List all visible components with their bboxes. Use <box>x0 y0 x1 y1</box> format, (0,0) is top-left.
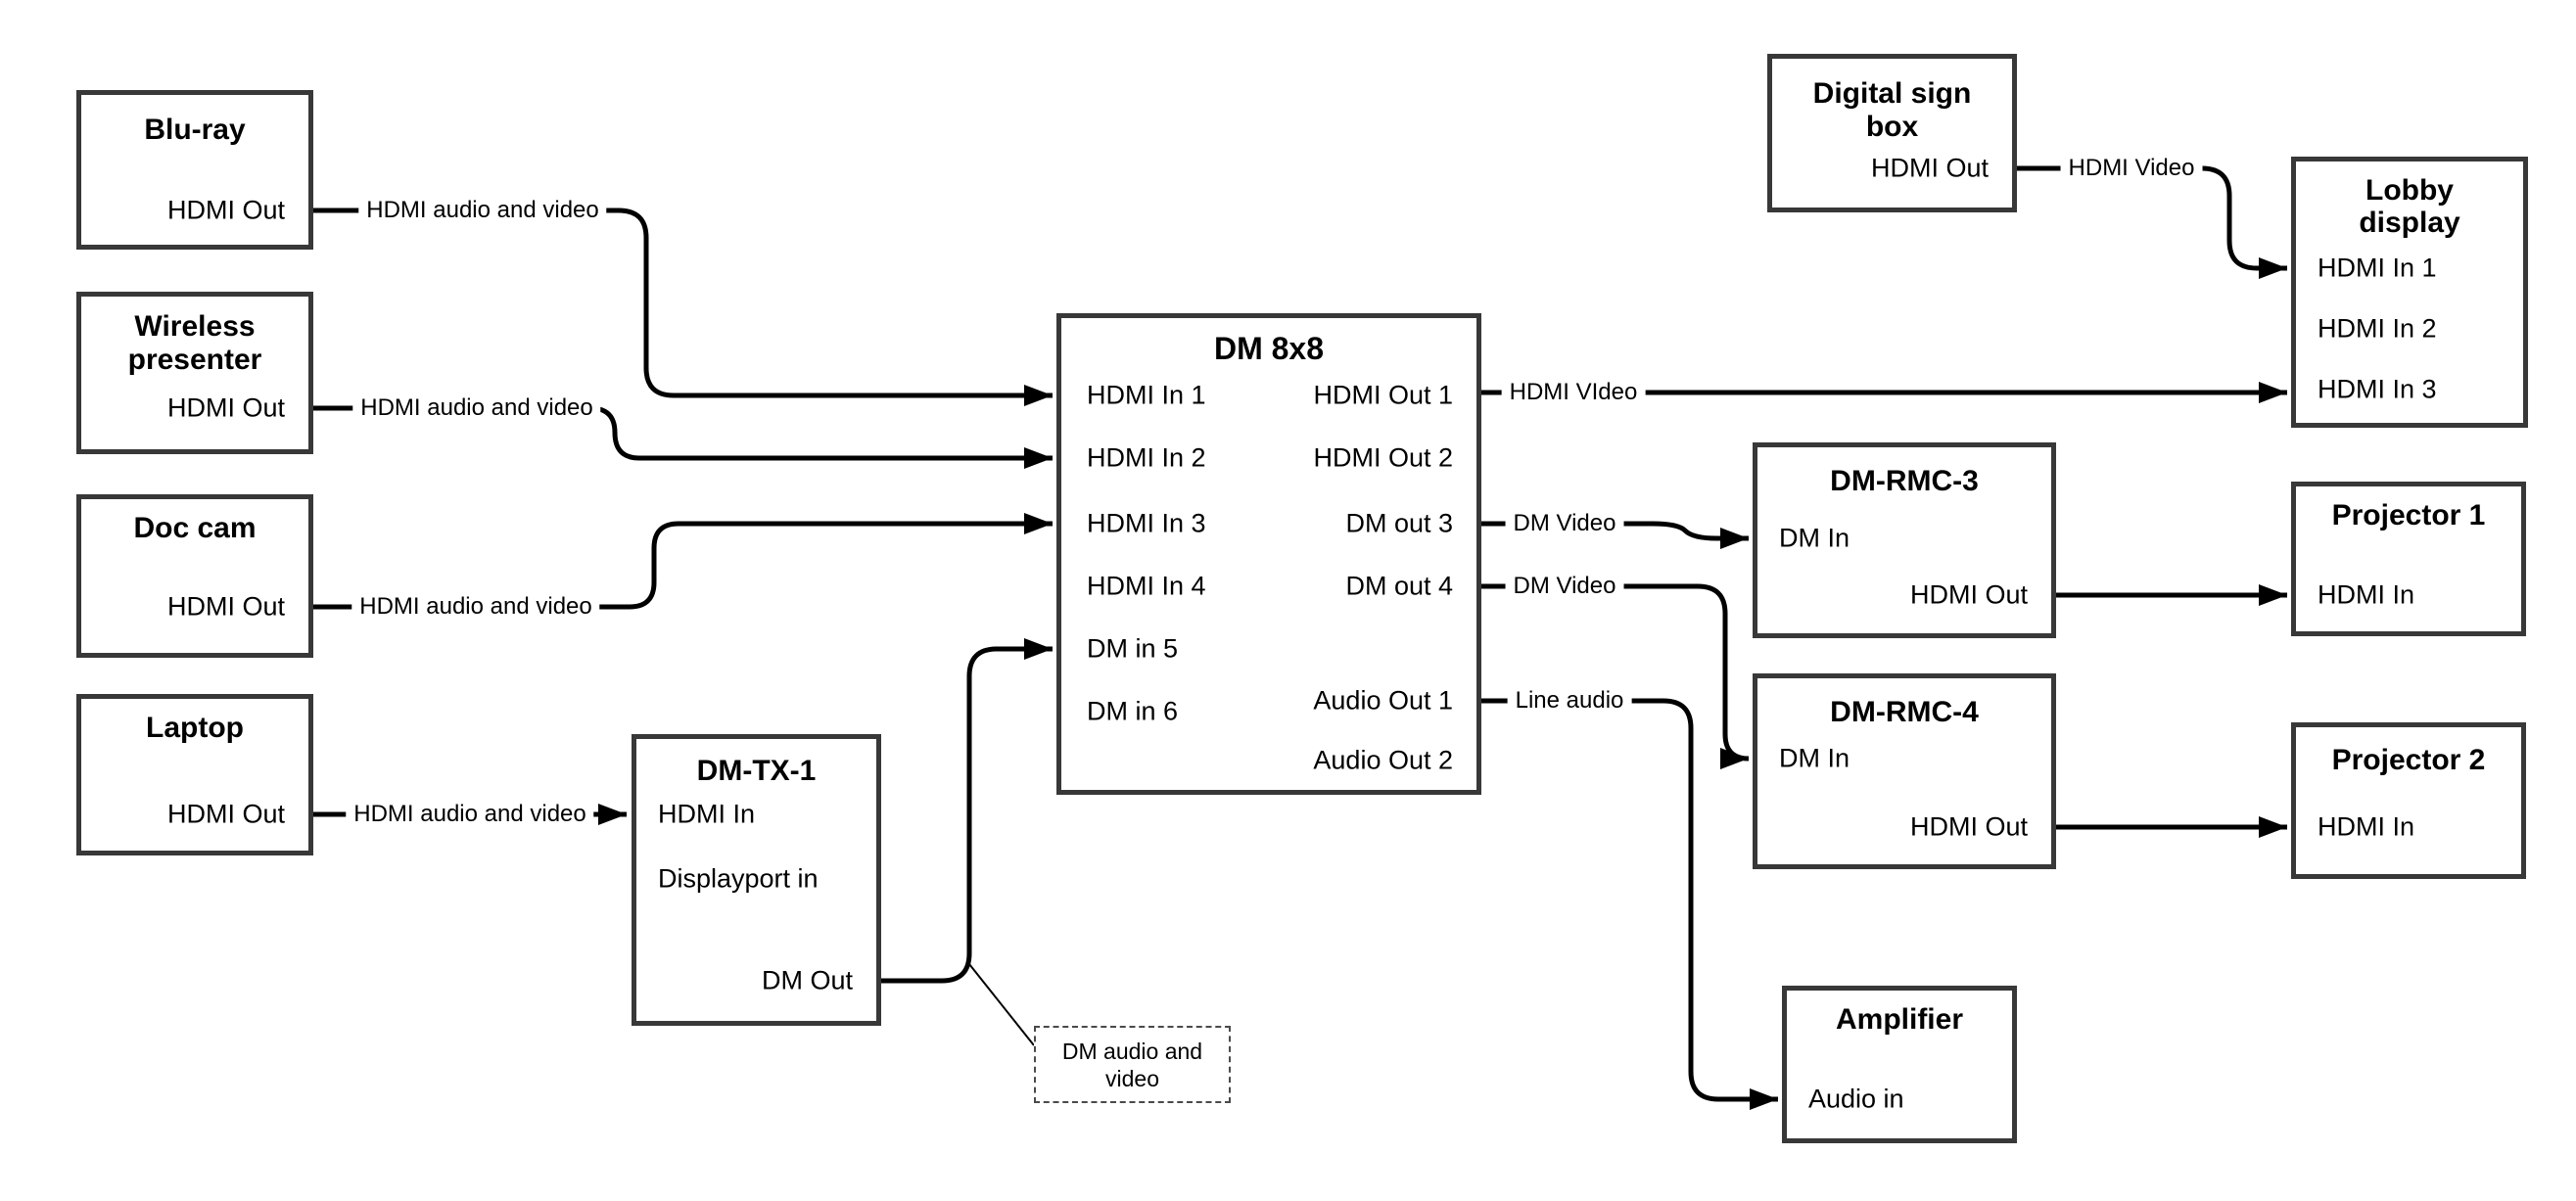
lobby-port-hdmi-in-3: HDMI In 3 <box>2318 374 2437 404</box>
wire-signbox-to-lobby-in1 <box>2017 165 2287 279</box>
dm-8x8-port-hdmi-in-3: HDMI In 3 <box>1087 508 1206 538</box>
doc-cam-port-hdmi-out: HDMI Out <box>166 591 285 622</box>
label-doccam-link: HDMI audio and video <box>351 593 600 621</box>
dm-8x8-port-hdmi-in-2: HDMI In 2 <box>1087 442 1206 473</box>
wireless-presenter-title: Wireless presenter <box>127 310 262 376</box>
dm-rmc-3-box: DM-RMC-3 DM In HDMI Out <box>1753 442 2056 638</box>
laptop-port-hdmi-out: HDMI Out <box>166 799 285 829</box>
dm-rmc-4-title: DM-RMC-4 <box>1830 696 1979 728</box>
doc-cam-title: Doc cam <box>133 512 257 544</box>
dm-8x8-port-audio-out-2: Audio Out 2 <box>1313 745 1453 775</box>
digital-sign-box: Digital sign box HDMI Out <box>1767 54 2017 212</box>
dm-tx-1-port-displayport-in: Displayport in <box>658 863 819 894</box>
wireless-presenter-box: Wireless presenter HDMI Out <box>76 292 313 454</box>
wire-dmtx1-to-dm8x8-in5 <box>881 638 1053 984</box>
dm-rmc-3-title: DM-RMC-3 <box>1830 465 1979 497</box>
dm-rmc-4-port-hdmi-out: HDMI Out <box>1909 811 2028 842</box>
dm-8x8-port-hdmi-in-4: HDMI In 4 <box>1087 571 1206 601</box>
amplifier-box: Amplifier Audio in <box>1782 986 2017 1143</box>
label-laptop-link: HDMI audio and video <box>346 801 594 828</box>
wire-dm8x8-audio1-to-amp <box>1481 698 1778 1110</box>
dm-8x8-port-dm-in-5: DM in 5 <box>1087 633 1179 664</box>
projector-2-box: Projector 2 HDMI In <box>2291 722 2526 879</box>
dm-8x8-port-dm-in-6: DM in 6 <box>1087 696 1179 726</box>
dm-8x8-port-dm-out-3: DM out 3 <box>1345 508 1453 538</box>
dm-8x8-port-hdmi-in-1: HDMI In 1 <box>1087 380 1206 410</box>
amplifier-port-audio-in: Audio in <box>1808 1084 1904 1114</box>
dm-8x8-title: DM 8x8 <box>1213 331 1325 366</box>
lobby-display-title: Lobby display <box>2359 174 2460 239</box>
amplifier-title: Amplifier <box>1835 1003 1964 1036</box>
label-wireless-link: HDMI audio and video <box>352 394 601 422</box>
dm-rmc-3-port-hdmi-out: HDMI Out <box>1909 579 2028 610</box>
wire-dm8x8-out3-to-rmc3 <box>1481 521 1749 549</box>
dm-8x8-port-audio-out-1: Audio Out 1 <box>1313 685 1453 716</box>
dm-8x8-port-hdmi-out-2: HDMI Out 2 <box>1313 442 1453 473</box>
dm-tx-1-box: DM-TX-1 HDMI In Displayport in DM Out <box>632 734 881 1026</box>
label-dm-video-4: DM Video <box>1505 573 1624 600</box>
label-sign-link: HDMI Video <box>2060 155 2203 182</box>
label-bluray-link: HDMI audio and video <box>358 197 607 224</box>
wire-dm8x8-out4-to-rmc4 <box>1481 583 1750 769</box>
doc-cam-box: Doc cam HDMI Out <box>76 494 313 658</box>
wire-bluray-to-dm8x8-in1 <box>313 208 1053 406</box>
digital-sign-port-hdmi-out: HDMI Out <box>1870 153 1989 183</box>
projector-1-title: Projector 1 <box>2331 499 2486 531</box>
bluray-port-hdmi-out: HDMI Out <box>166 195 285 225</box>
dm-tx-1-port-hdmi-in: HDMI In <box>658 799 756 829</box>
note-callout-line <box>968 963 1035 1046</box>
dm-rmc-4-port-dm-in: DM In <box>1779 743 1850 773</box>
projector-2-title: Projector 2 <box>2331 744 2486 776</box>
laptop-box: Laptop HDMI Out <box>76 694 313 855</box>
projector-1-port-hdmi-in: HDMI In <box>2318 579 2415 610</box>
dm-8x8-box: DM 8x8 HDMI In 1 HDMI In 2 HDMI In 3 HDM… <box>1056 313 1481 795</box>
dm-8x8-port-hdmi-out-1: HDMI Out 1 <box>1313 380 1453 410</box>
digital-sign-title: Digital sign box <box>1812 77 1972 143</box>
dm-tx-1-title: DM-TX-1 <box>696 755 817 787</box>
projector-1-box: Projector 1 HDMI In <box>2291 482 2526 636</box>
dm-8x8-port-dm-out-4: DM out 4 <box>1345 571 1453 601</box>
dm-rmc-3-port-dm-in: DM In <box>1779 523 1850 553</box>
label-line-audio: Line audio <box>1507 687 1632 715</box>
lobby-port-hdmi-in-1: HDMI In 1 <box>2318 253 2437 283</box>
dm-tx-1-port-dm-out: DM Out <box>761 965 853 995</box>
laptop-title: Laptop <box>146 712 244 744</box>
projector-2-port-hdmi-in: HDMI In <box>2318 811 2415 842</box>
dm-rmc-4-box: DM-RMC-4 DM In HDMI Out <box>1753 673 2056 869</box>
label-hdmi-video-out1: HDMI VIdeo <box>1501 379 1646 406</box>
lobby-display-box: Lobby display HDMI In 1 HDMI In 2 HDMI I… <box>2291 157 2528 428</box>
bluray-box: Blu-ray HDMI Out <box>76 90 313 250</box>
dm-audio-video-note: DM audio and video <box>1034 1026 1231 1103</box>
wireless-port-hdmi-out: HDMI Out <box>166 393 285 423</box>
bluray-title: Blu-ray <box>144 114 246 146</box>
label-dm-video-3: DM Video <box>1505 510 1624 537</box>
wire-doccam-to-dm8x8-in3 <box>313 513 1053 610</box>
lobby-port-hdmi-in-2: HDMI In 2 <box>2318 313 2437 344</box>
